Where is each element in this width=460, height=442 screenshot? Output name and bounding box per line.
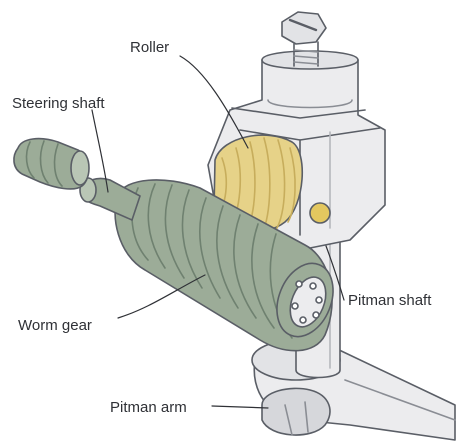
worm-gear-leader	[117, 274, 206, 319]
steering-shaft-leader	[91, 109, 109, 193]
roller-leader	[179, 55, 249, 149]
label-leaders	[91, 55, 345, 409]
worm-gear-drawing	[114, 179, 334, 352]
adjuster-bolt-drawing	[281, 11, 327, 67]
label-worm-gear: Worm gear	[18, 317, 92, 334]
pitman-arm-leader	[211, 405, 269, 409]
coupling-piece-drawing	[13, 137, 90, 190]
label-roller: Roller	[130, 39, 170, 56]
label-pitman-shaft: Pitman shaft	[348, 292, 432, 309]
pitman-arm-drawing	[251, 339, 456, 441]
label-pitman-arm: Pitman arm	[110, 399, 187, 416]
pitman-shaft-leader	[325, 245, 345, 301]
label-steering-shaft: Steering shaft	[12, 95, 105, 112]
